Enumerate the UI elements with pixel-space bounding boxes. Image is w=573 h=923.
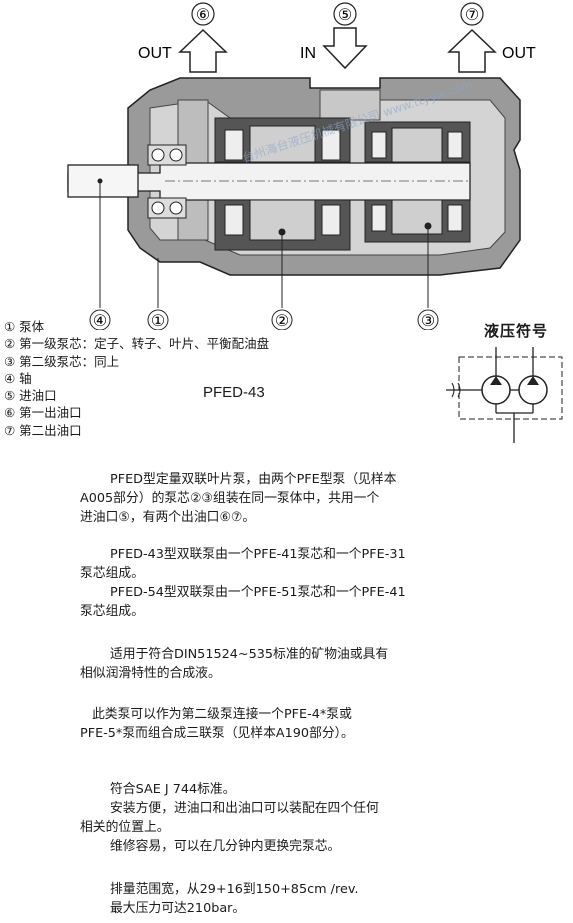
text-line: 最大压力可达210bar。 <box>110 901 246 916</box>
hydraulic-symbol <box>446 347 563 443</box>
port-6-number: ⑥ <box>196 7 210 24</box>
text-line: 适用于符合DIN51524~535标准的矿物油或具有 <box>110 647 389 662</box>
port-5-number: ⑤ <box>338 7 352 24</box>
callout-1-circle <box>147 309 169 330</box>
text-line: PFED型定量双联叶片泵，由两个PFE型泵（见样本 <box>110 472 397 487</box>
parts-legend: ① 泵体 ② 第一级泵芯：定子、转子、叶片、平衡配油盘 ③ 第二级泵芯：同上 ④… <box>4 318 269 439</box>
text-line: 相似润滑特性的合成液。 <box>80 666 221 681</box>
text-line: 此类泵可以作为第二级泵连接一个PFE-4*泵或 <box>92 707 352 722</box>
text-line: PFED-43型双联泵由一个PFE-41泵芯和一个PFE-31 <box>110 547 406 562</box>
inlet-port-5-arrow <box>322 27 368 70</box>
model-label: PFED-43 <box>203 384 265 401</box>
callout-2-number: ② <box>275 313 289 330</box>
callout-1-number: ① <box>151 313 165 330</box>
text-line: PFED-54型双联泵由一个PFE-51泵芯和一个PFE-41 <box>110 585 406 600</box>
port-5-label: IN <box>300 45 316 62</box>
callout-2-circle <box>271 309 293 330</box>
text-line: 泵芯组成。 <box>80 566 144 581</box>
legend-item: ③ 第二级泵芯：同上 <box>4 353 120 369</box>
callout-3-number: ③ <box>421 313 435 330</box>
paragraph-6: 排量范围宽，从29+16到150+85cm /rev. 最大压力可达210bar… <box>80 880 358 918</box>
port-7-label: OUT <box>502 45 536 62</box>
hydraulic-symbol-title: 液压符号 <box>484 322 549 340</box>
outlet-port-6-arrow <box>178 28 228 73</box>
shaft-bearing <box>147 144 187 219</box>
legend-item: ④ 轴 <box>4 370 32 386</box>
paragraph-4: 此类泵可以作为第二级泵连接一个PFE-4*泵或 PFE-5*泵而组合成三联泵（见… <box>80 705 354 743</box>
text-line: 泵芯组成。 <box>80 604 144 619</box>
legend-item: ⑦ 第二出油口 <box>4 422 82 438</box>
text-line: PFE-5*泵而组合成三联泵（见样本A190部分）。 <box>80 726 354 741</box>
legend-item: ⑤ 进油口 <box>4 388 57 404</box>
port-7-circle <box>460 2 484 26</box>
callout-leaders <box>99 183 429 308</box>
port-5-circle <box>333 2 357 26</box>
text-line: 排量范围宽，从29+16到150+85cm /rev. <box>110 882 359 897</box>
paragraph-2: PFED-43型双联泵由一个PFE-41泵芯和一个PFE-31 泵芯组成。 PF… <box>80 545 406 621</box>
paragraph-5: 符合SAE J 744标准。 安装方便，进油口和出油口可以装配在四个任何 相关的… <box>80 780 379 856</box>
paragraph-3: 适用于符合DIN51524~535标准的矿物油或具有 相似润滑特性的合成液。 <box>80 645 388 683</box>
second-stage-cartridge <box>364 121 471 243</box>
port-7-number: ⑦ <box>465 7 479 24</box>
port-6-label: OUT <box>138 45 172 62</box>
pump-shaft <box>67 162 471 201</box>
text-line: 符合SAE J 744标准。 <box>110 782 236 797</box>
text-line: 维修容易，可以在几分钟内更换完泵芯。 <box>110 839 341 854</box>
text-line: 相关的位置上。 <box>80 820 170 835</box>
paragraph-1: PFED型定量双联叶片泵，由两个PFE型泵（见样本 A005部分）的泵芯②③组装… <box>80 470 397 527</box>
legend-item: ② 第一级泵芯：定子、转子、叶片、平衡配油盘 <box>4 336 270 352</box>
legend-item: ① 泵体 <box>4 319 45 334</box>
legend-item: ⑥ 第一出油口 <box>4 405 82 421</box>
port-6-circle <box>191 2 215 26</box>
pump-cross-section-drawing: ⑥ ⑤ ⑦ OUT IN OUT <box>67 2 536 330</box>
outlet-port-7-arrow <box>447 28 497 73</box>
text-line: A005部分）的泵芯②③组装在同一泵体中，共用一个 <box>80 491 380 506</box>
callout-4-number: ④ <box>93 313 107 330</box>
callout-4-circle <box>89 309 111 330</box>
callout-3-circle <box>417 309 439 330</box>
text-line: 进油口⑤，有两个出油口⑥⑦。 <box>80 510 256 525</box>
text-line: 安装方便，进油口和出油口可以装配在四个任何 <box>110 801 379 816</box>
